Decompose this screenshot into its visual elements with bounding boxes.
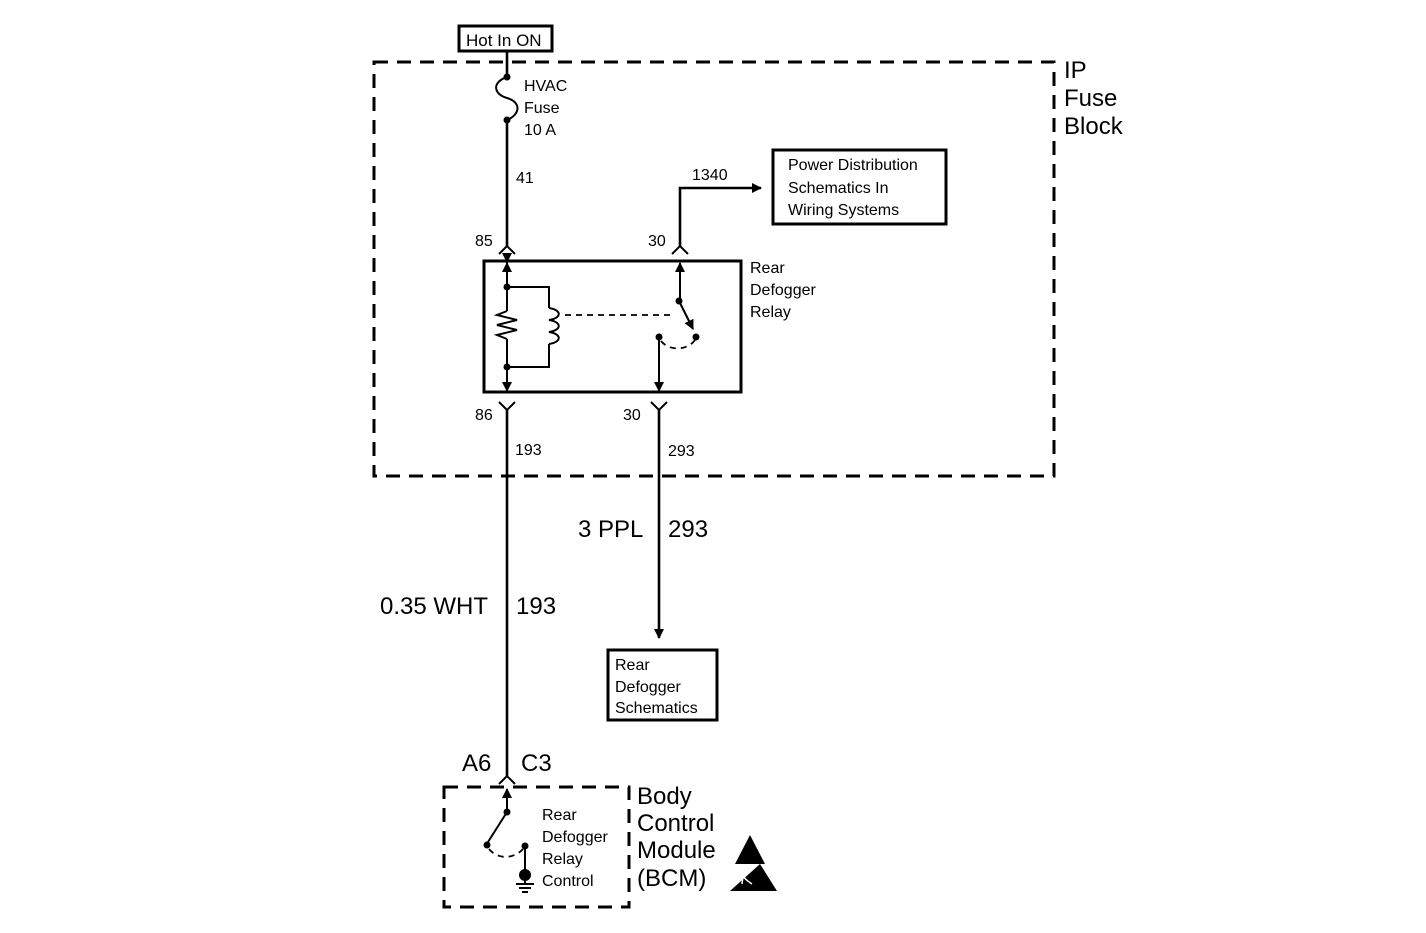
circuit-1340-wire [678, 183, 762, 246]
resistor-icon [493, 310, 518, 340]
svg-text:10 A: 10 A [524, 122, 556, 139]
esd-warning-icon [730, 835, 777, 891]
pin-86-label: 86 [475, 407, 493, 424]
svg-text:Relay: Relay [750, 304, 791, 321]
svg-text:(BCM): (BCM) [637, 865, 706, 892]
bcm-connector-label: C3 [521, 750, 552, 777]
relay-label: Rear Defogger Relay [750, 260, 816, 321]
power-source-label: Hot In ON [457, 24, 554, 53]
wire-193-gauge-color: 0.35 WHT [380, 593, 488, 620]
pin-85-label: 85 [475, 233, 493, 250]
coil-right-branch [507, 286, 550, 308]
ip-fuse-block-label: IP Fuse Block [1064, 57, 1124, 140]
bcm-switch-travel-arc [488, 848, 524, 858]
switch-travel-arc [660, 339, 696, 350]
svg-text:Rear: Rear [542, 807, 577, 824]
bcm-label: Body Control Module (BCM) [637, 783, 716, 892]
svg-text:IP: IP [1064, 57, 1087, 84]
svg-text:Hot In ON: Hot In ON [466, 31, 542, 50]
fuse-label: HVAC Fuse 10 A [524, 78, 567, 139]
circuit-1340-label: 1340 [692, 167, 728, 184]
pin-30-bottom-connector [650, 401, 668, 412]
svg-text:Schematics: Schematics [615, 700, 698, 717]
switch-contact-right [692, 333, 700, 341]
bcm-pin-label: A6 [462, 750, 491, 777]
pin-85-connector [498, 244, 516, 255]
svg-text:Control: Control [637, 810, 714, 837]
svg-text:Relay: Relay [542, 851, 583, 868]
bcm-connector-icon [498, 774, 516, 785]
svg-text:Fuse: Fuse [524, 100, 560, 117]
svg-text:Rear: Rear [615, 657, 650, 674]
coil-right-branch-lower [507, 344, 550, 368]
ip-fuse-block-outline [372, 60, 1056, 478]
bcm-switch-contact-left [483, 841, 491, 849]
svg-text:Control: Control [542, 873, 594, 890]
svg-text:Wiring Systems: Wiring Systems [788, 202, 899, 219]
svg-text:Rear: Rear [750, 260, 785, 277]
coil-icon [548, 307, 560, 345]
switch-contact-icon [678, 300, 694, 330]
svg-text:Block: Block [1064, 113, 1124, 140]
wire-293-gauge-color: 3 PPL [578, 516, 643, 543]
rear-defogger-schematics-box: Rear Defogger Schematics [606, 648, 719, 722]
svg-text:Body: Body [637, 783, 692, 810]
circuit-193-inner-label: 193 [515, 442, 542, 459]
pin-30-bottom-label: 30 [623, 407, 641, 424]
svg-text:Module: Module [637, 837, 716, 864]
pin-86-connector [498, 401, 516, 412]
fuse-icon [495, 76, 519, 121]
bcm-ground-node [519, 869, 531, 881]
wire-293-number: 293 [668, 516, 708, 543]
svg-text:Defogger: Defogger [750, 282, 816, 299]
svg-text:HVAC: HVAC [524, 78, 567, 95]
bcm-switch-icon [487, 811, 508, 843]
pin-30-top-connector [671, 244, 689, 255]
relay-box [482, 259, 743, 394]
pin-30-top-label: 30 [648, 233, 666, 250]
svg-text:Fuse: Fuse [1064, 85, 1117, 112]
svg-text:Schematics In: Schematics In [788, 180, 888, 197]
wire-193-number: 193 [516, 593, 556, 620]
svg-text:Defogger: Defogger [615, 679, 681, 696]
power-distribution-box: Power Distribution Schematics In Wiring … [771, 148, 948, 226]
circuit-293-inner-label: 293 [668, 443, 695, 460]
bcm-outline [442, 785, 631, 909]
bcm-internal-label: Rear Defogger Relay Control [542, 807, 608, 890]
ground-icon [516, 881, 534, 893]
svg-text:Defogger: Defogger [542, 829, 608, 846]
svg-text:Power Distribution: Power Distribution [788, 157, 918, 174]
circuit-41-label: 41 [516, 170, 534, 187]
